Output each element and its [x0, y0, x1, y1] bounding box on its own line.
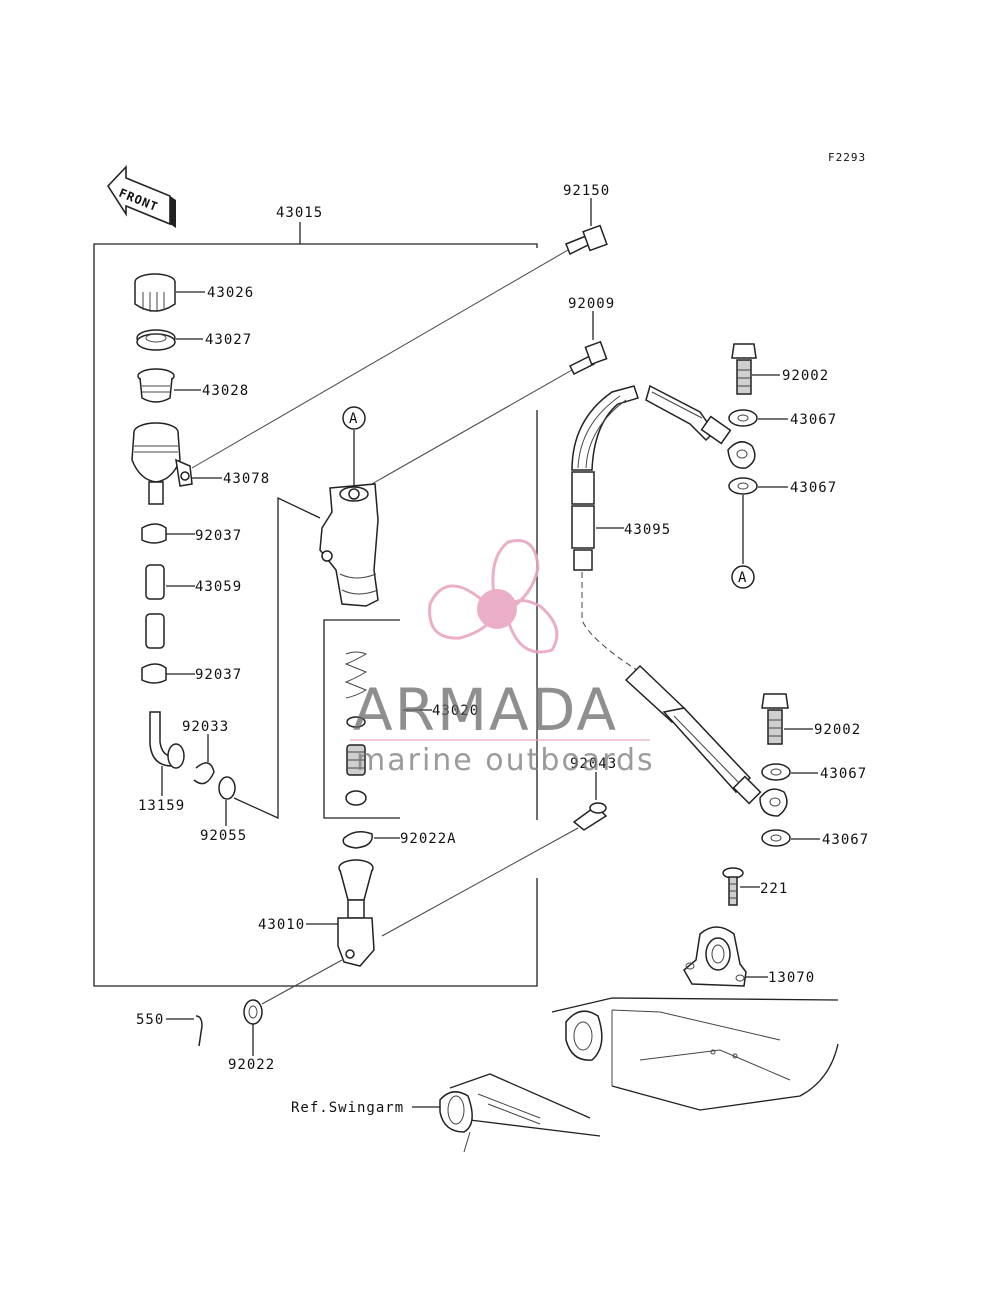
- master-cylinder-icon: [233, 483, 379, 820]
- propeller-logo-icon: [428, 539, 559, 654]
- bolt-92150-icon: [191, 198, 608, 469]
- push-rod-icon: [306, 859, 375, 967]
- washer-43067-2-icon: [728, 477, 788, 564]
- part-label-92033: 92033: [182, 719, 229, 735]
- washer-43067-1-icon: [728, 409, 788, 427]
- circlip-92022a-icon: [342, 831, 400, 849]
- banjo-bolt-upper-icon: [731, 343, 780, 395]
- part-label-92002-lower: 92002: [814, 722, 861, 738]
- part-label-92022: 92022: [228, 1057, 275, 1073]
- piston-kit-icon: [323, 619, 432, 819]
- part-label-43067-3: 43067: [820, 766, 867, 782]
- diaphragm-icon: [137, 368, 201, 403]
- hose-clamp-upper-icon: [141, 523, 195, 544]
- watermark-subtitle: marine outboards: [356, 743, 655, 778]
- reservoir-icon: [131, 422, 222, 505]
- part-label-43067-2: 43067: [790, 480, 837, 496]
- part-label-43010: 43010: [258, 917, 305, 933]
- diaphragm-plate-icon: [136, 329, 203, 351]
- svg-text:A: A: [738, 570, 747, 586]
- reservoir-hose-icon: [145, 564, 195, 649]
- part-label-92002-upper: 92002: [782, 368, 829, 384]
- part-label-13070: 13070: [768, 970, 815, 986]
- part-label-43095: 43095: [624, 522, 671, 538]
- cotter-pin-550-icon: [166, 1015, 203, 1047]
- watermark-title: ARMADA: [353, 676, 618, 744]
- part-label-92009: 92009: [568, 296, 615, 312]
- part-label-221: 221: [760, 881, 788, 897]
- part-label-92043: 92043: [570, 756, 617, 772]
- washer-92022-icon: [243, 959, 343, 1056]
- reservoir-cap-icon: [134, 273, 205, 312]
- pin-92043-icon: [381, 772, 608, 937]
- hose-guide-icon: [683, 926, 768, 987]
- part-label-43078: 43078: [223, 471, 270, 487]
- assembly-bracket: [93, 222, 538, 987]
- part-label-43059: 43059: [195, 579, 242, 595]
- part-label-13159: 13159: [138, 798, 185, 814]
- part-label-43028: 43028: [202, 383, 249, 399]
- bolt-92009-icon: [369, 311, 608, 486]
- part-label-43020: 43020: [432, 703, 479, 719]
- front-arrow-icon: FRONT: [106, 164, 176, 228]
- circlip-92033-icon: [193, 734, 215, 785]
- elbow-fitting-icon: [149, 711, 185, 796]
- washer-43067-4-icon: [761, 829, 820, 847]
- armada-watermark: ARMADA marine outboards: [350, 539, 655, 778]
- part-label-92055: 92055: [200, 828, 247, 844]
- part-label-43027: 43027: [205, 332, 252, 348]
- banjo-bolt-lower-icon: [761, 693, 813, 745]
- washer-43067-3-icon: [761, 763, 818, 781]
- figure-code: F2293: [828, 151, 866, 164]
- part-label-92022a: 92022A: [400, 831, 457, 847]
- swingarm-reference-icon: [412, 997, 839, 1153]
- hose-clamp-lower-icon: [141, 663, 195, 684]
- ref-swingarm-label: Ref.Swingarm: [291, 1100, 404, 1116]
- part-label-43067-4: 43067: [822, 832, 869, 848]
- part-label-92037-lower: 92037: [195, 667, 242, 683]
- part-label-43026: 43026: [207, 285, 254, 301]
- part-label-43067-1: 43067: [790, 412, 837, 428]
- part-label-43015: 43015: [276, 205, 323, 221]
- o-ring-92055-icon: [218, 776, 236, 826]
- callout-a-hose: A: [731, 565, 755, 589]
- svg-text:A: A: [349, 411, 358, 427]
- callout-a-cylinder: A: [342, 406, 366, 485]
- part-label-92037-upper: 92037: [195, 528, 242, 544]
- part-label-92150: 92150: [563, 183, 610, 199]
- screw-221-icon: [722, 867, 760, 906]
- part-label-550: 550: [136, 1012, 164, 1028]
- brake-hose-icon: [571, 384, 788, 817]
